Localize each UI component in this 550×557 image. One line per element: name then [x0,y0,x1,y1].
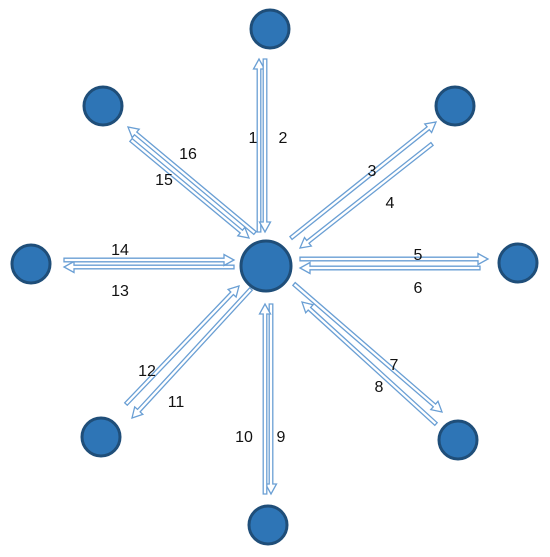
node-top-right [434,85,476,127]
arrow-3-center-to-top-right [288,121,438,241]
arrow-label-16: 16 [179,146,197,163]
arrow-6-right-to-center [298,261,481,275]
arrow-4-top-right-to-center [298,141,435,249]
arrow-label-5: 5 [414,247,423,264]
node-left [10,243,52,285]
node-top [249,8,291,50]
arrow-11-center-to-bottom-left [131,286,254,419]
arrow-13-center-to-left [62,260,235,274]
node-bottom [247,504,289,546]
arrow-14-left-to-center [63,253,236,267]
arrow-label-15: 15 [155,172,173,189]
arrows-layer [62,57,490,496]
arrow-2-top-to-center [258,58,272,234]
arrow-label-6: 6 [414,280,423,297]
arrow-label-14: 14 [111,242,129,259]
arrow-9-center-to-bottom [264,303,278,496]
arrow-label-4: 4 [386,195,395,212]
arrow-label-3: 3 [368,163,377,180]
node-center [239,239,293,293]
arrow-label-13: 13 [111,283,129,300]
node-right [497,242,539,284]
arrow-label-11: 11 [168,394,185,411]
arrow-16-top-left-to-center [128,137,251,239]
arrow-1-center-to-top [252,57,266,233]
arrow-label-10: 10 [235,429,253,446]
node-bottom-right [437,419,479,461]
arrow-10-bottom-to-center [258,302,272,495]
nodes-layer [10,8,539,546]
arrow-label-12: 12 [138,363,156,380]
arrow-label-1: 1 [249,130,258,147]
arrow-15-center-to-top-left [126,126,258,236]
arrow-label-2: 2 [279,130,288,147]
arrow-8-bottom-right-to-center [301,301,439,427]
arrow-label-7: 7 [390,357,399,374]
arrow-7-center-to-bottom-right [291,281,444,413]
arrow-12-bottom-left-to-center [123,285,240,407]
arrow-5-center-to-right [299,252,490,266]
arrow-label-9: 9 [277,429,286,446]
arrow-label-8: 8 [375,379,384,396]
node-top-left [82,85,124,127]
node-bottom-left [80,416,122,458]
